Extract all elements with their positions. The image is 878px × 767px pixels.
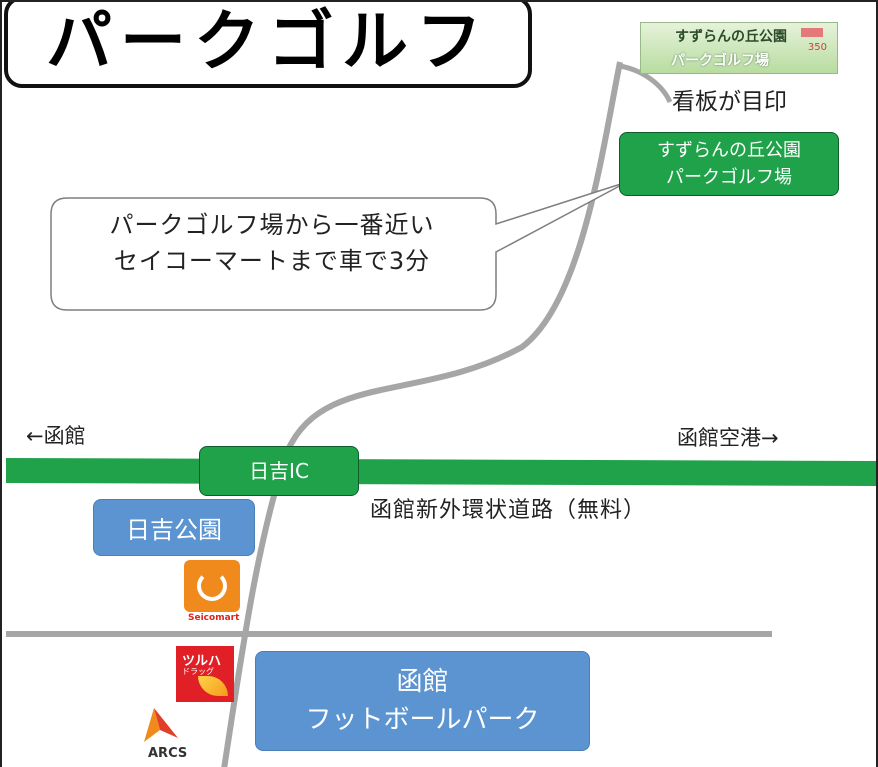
signboard-arrow-icon	[801, 28, 823, 37]
seicomart-logo	[184, 560, 240, 612]
arcs-icon	[144, 708, 178, 742]
sign-caption: 看板が目印	[672, 89, 787, 115]
callout-text: パークゴルフ場から一番近い セイコーマートまで車で3分	[52, 207, 492, 279]
park-box: 日吉公園	[93, 499, 255, 556]
highway	[6, 458, 876, 486]
signboard: すずらんの丘公園 パークゴルフ場 350	[640, 22, 838, 74]
seicomart-bird-icon	[197, 571, 227, 601]
football-park-box: 函館 フットボールパーク	[255, 651, 590, 751]
sign-branch-road	[619, 63, 673, 104]
title-box: パークゴルフ	[4, 2, 532, 88]
signboard-line1: すずらんの丘公園	[675, 29, 787, 45]
destination-line1: すずらんの丘公園	[657, 140, 801, 161]
signboard-badge: 350	[807, 42, 827, 53]
callout-line2: セイコーマートまで車で3分	[113, 247, 431, 275]
tsuruha-swoosh-icon	[198, 676, 228, 696]
destination-line2: パークゴルフ場	[666, 167, 792, 188]
interchange-label: 日吉IC	[249, 459, 309, 483]
direction-east: 函館空港→	[677, 426, 779, 450]
signboard-line2: パークゴルフ場	[671, 53, 769, 69]
arcs-text: ARCS	[148, 746, 188, 761]
football-park-line2: フットボールパーク	[305, 705, 540, 735]
football-park-line1: 函館	[396, 667, 449, 697]
callout-bubble	[50, 181, 628, 311]
tsuruha-text-line1: ツルハ	[182, 654, 222, 669]
page-title: パークゴルフ	[46, 3, 490, 80]
highway-label: 函館新外環状道路（無料）	[370, 498, 647, 523]
tsuruha-text-line2: ドラッグ	[182, 667, 214, 676]
direction-west: ←函館	[26, 424, 86, 448]
park-label: 日吉公園	[126, 516, 222, 544]
callout-line1: パークゴルフ場から一番近い	[109, 211, 435, 239]
interchange-box: 日吉IC	[199, 446, 359, 496]
seicomart-text: Seicomart	[188, 613, 240, 623]
main-road	[221, 61, 623, 767]
destination-box: すずらんの丘公園 パークゴルフ場	[619, 132, 839, 196]
tsuruha-logo: ツルハ ドラッグ	[176, 646, 234, 702]
